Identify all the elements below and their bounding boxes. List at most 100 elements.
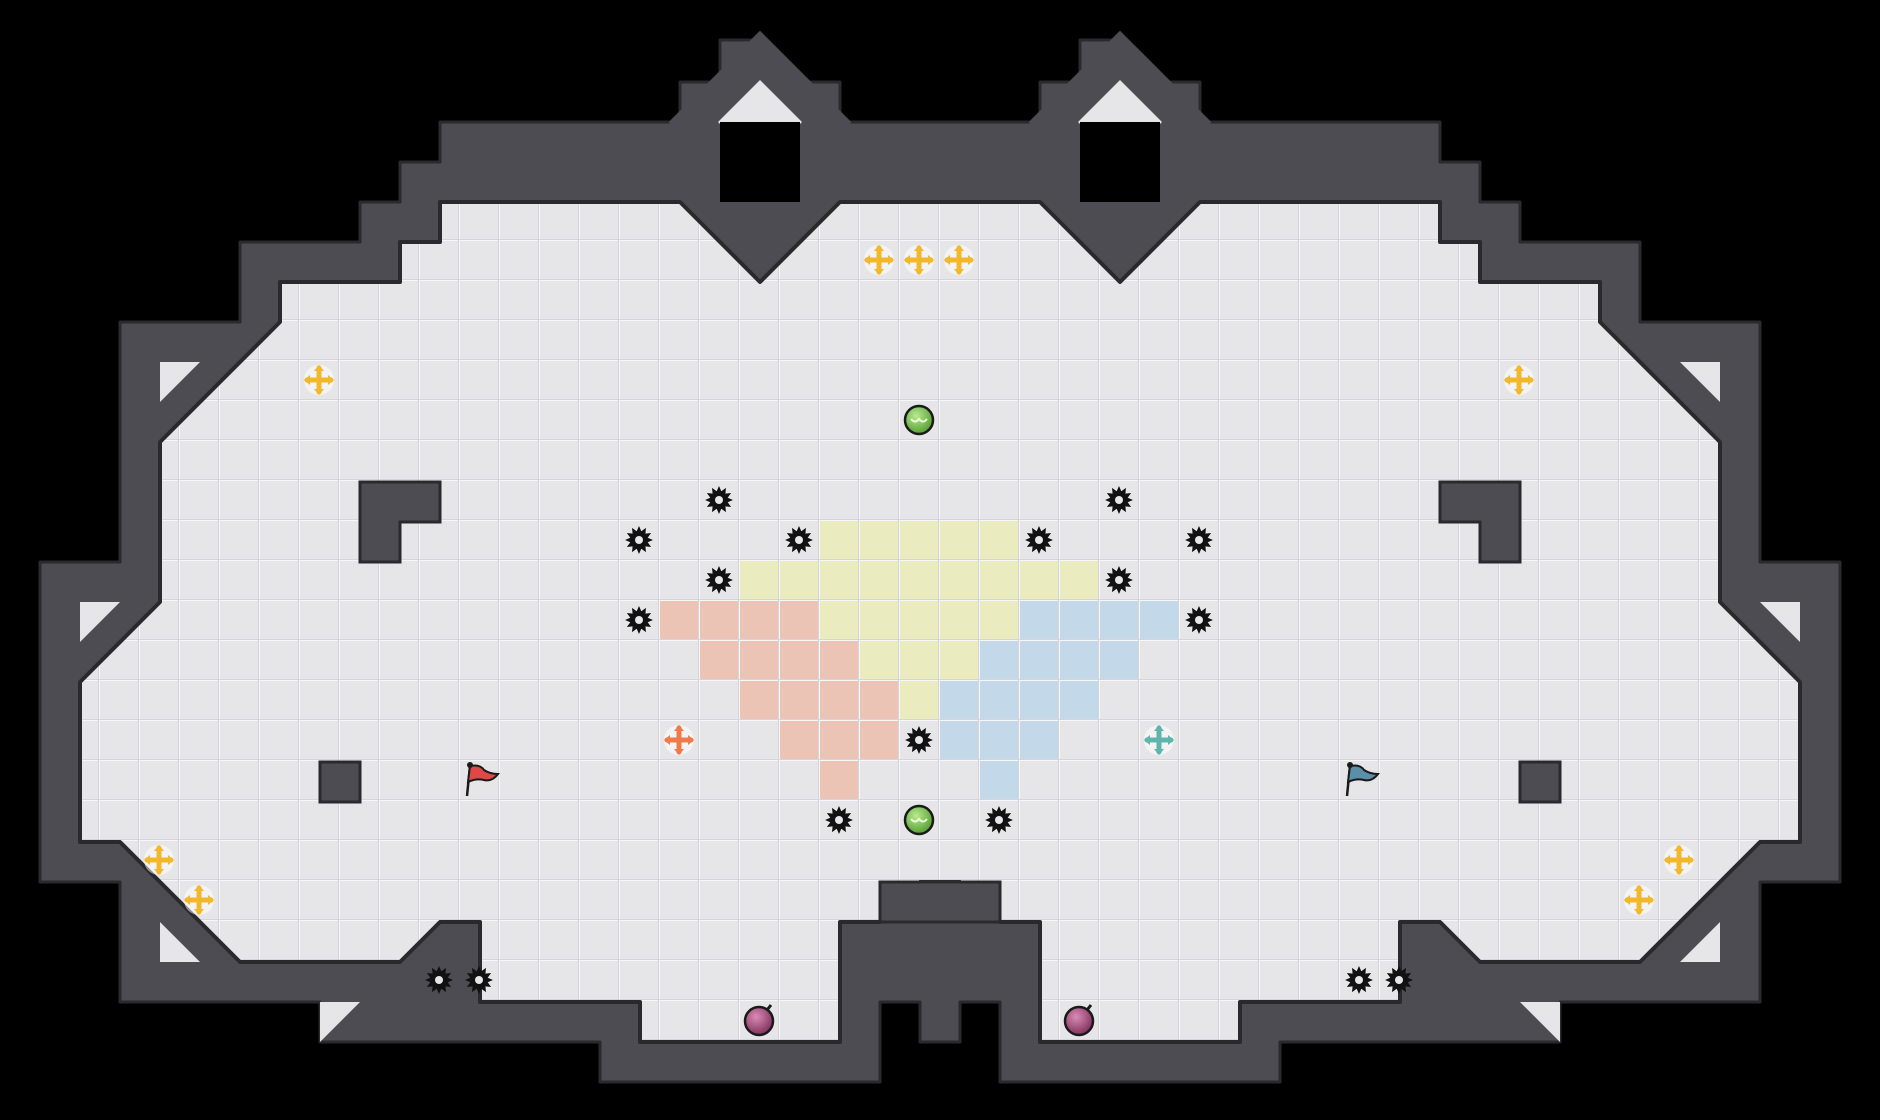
boost-pad-arrows: [944, 245, 974, 275]
spike-hazard: [1345, 966, 1373, 994]
inner-wall-block: [878, 880, 1002, 924]
red-zone-tile: [700, 601, 738, 639]
boost-pad-arrows: [1624, 885, 1654, 915]
yellow-zone-tile: [980, 601, 1018, 639]
yellow-zone-tile: [860, 561, 898, 599]
red-team-boost-arrows: [664, 725, 694, 755]
yellow-zone-tile: [900, 681, 938, 719]
boost-pad-arrows: [1664, 845, 1694, 875]
boost-pad: [184, 885, 214, 915]
spike-core: [635, 536, 643, 544]
powerup-ball: [903, 404, 935, 436]
spike-core: [995, 816, 1003, 824]
spike-hazard: [705, 566, 733, 594]
spike-core: [435, 976, 443, 984]
inner-wall-block: [1438, 480, 1522, 564]
boost-pad: [864, 245, 894, 275]
spike-core: [715, 576, 723, 584]
boost-pad-arrows: [184, 885, 214, 915]
blue-zone-tile: [1020, 721, 1058, 759]
yellow-zone-tile: [860, 601, 898, 639]
team-zones: [660, 122, 1178, 799]
red-zone-tile: [780, 641, 818, 679]
yellow-zone-tile: [940, 561, 978, 599]
undefined-zone: [1080, 122, 1160, 202]
red-zone-tile: [820, 721, 858, 759]
boost-pad: [1664, 845, 1694, 875]
boost-pad-arrows: [904, 245, 934, 275]
boost-pad-cross: [1624, 885, 1654, 915]
yellow-zone-tile: [860, 641, 898, 679]
boost-pad-arrows: [144, 845, 174, 875]
red-zone-tile: [780, 601, 818, 639]
powerup-mark: [910, 817, 928, 823]
wall-notch: [1520, 1002, 1560, 1042]
blue-flag: [1345, 762, 1381, 797]
red-flag-cloth: [466, 764, 501, 784]
spike-hazard: [905, 726, 933, 754]
red-zone-tile: [700, 641, 738, 679]
blue-zone-tile: [980, 641, 1018, 679]
yellow-zone-tile: [740, 561, 778, 599]
blue-zone-tile: [940, 681, 978, 719]
blue-zone-tile: [980, 721, 1018, 759]
wall-notch: [1680, 362, 1720, 402]
spike-hazard: [1185, 526, 1213, 554]
spike-hazard: [1105, 566, 1133, 594]
wall-notch: [1680, 922, 1720, 962]
wall-notch: [320, 1002, 360, 1042]
inner-walls: [318, 480, 1562, 924]
blue-zone-tile: [1060, 601, 1098, 639]
spike-hazard: [1185, 606, 1213, 634]
blue-zone-tile: [1100, 641, 1138, 679]
boost-pad: [904, 245, 934, 275]
wall-notch: [1760, 602, 1800, 642]
yellow-zone-tile: [980, 521, 1018, 559]
spike-hazard: [785, 526, 813, 554]
blue-team-boost-arrows: [1144, 725, 1174, 755]
blue-zone-tile: [1140, 601, 1178, 639]
red-zone-tile: [780, 681, 818, 719]
yellow-zone-tile: [820, 561, 858, 599]
wall-notch: [160, 922, 200, 962]
blue-zone-tile: [1060, 681, 1098, 719]
spike-core: [1115, 496, 1123, 504]
bomb: [1063, 1004, 1095, 1037]
spike-core: [1195, 536, 1203, 544]
yellow-zone-tile: [940, 521, 978, 559]
red-zone-tile: [860, 721, 898, 759]
blue-flag-knob: [1347, 762, 1353, 768]
yellow-zone-tile: [900, 641, 938, 679]
boost-pad-arrows: [304, 365, 334, 395]
boost-pad-cross: [144, 845, 174, 875]
boost-pad: [1624, 885, 1654, 915]
blue-zone-tile: [1100, 601, 1138, 639]
spike-core: [795, 536, 803, 544]
boost-pad-cross: [1504, 365, 1534, 395]
blue-zone-tile: [980, 681, 1018, 719]
red-flag: [465, 762, 501, 797]
red-zone-tile: [860, 681, 898, 719]
bomb: [743, 1004, 775, 1037]
red-zone-tile: [820, 681, 858, 719]
blue-zone-tile: [1020, 681, 1058, 719]
spike-core: [635, 616, 643, 624]
blue-zone-tile: [940, 721, 978, 759]
powerup-mark: [910, 417, 928, 423]
yellow-zone-tile: [780, 561, 818, 599]
yellow-zone-tile: [820, 601, 858, 639]
boost-pad-cross: [304, 365, 334, 395]
bomb-fuse: [1085, 1004, 1093, 1011]
spike-core: [1355, 976, 1363, 984]
yellow-zone-tile: [900, 601, 938, 639]
red-team-boost: [664, 725, 694, 755]
undefined-zone: [720, 122, 800, 202]
inner-wall-block: [358, 480, 442, 564]
inner-wall-block: [318, 760, 362, 804]
boost-pad: [1504, 365, 1534, 395]
red-zone-tile: [820, 641, 858, 679]
blue-zone-tile: [1020, 641, 1058, 679]
map-pieces: [144, 245, 1694, 1037]
